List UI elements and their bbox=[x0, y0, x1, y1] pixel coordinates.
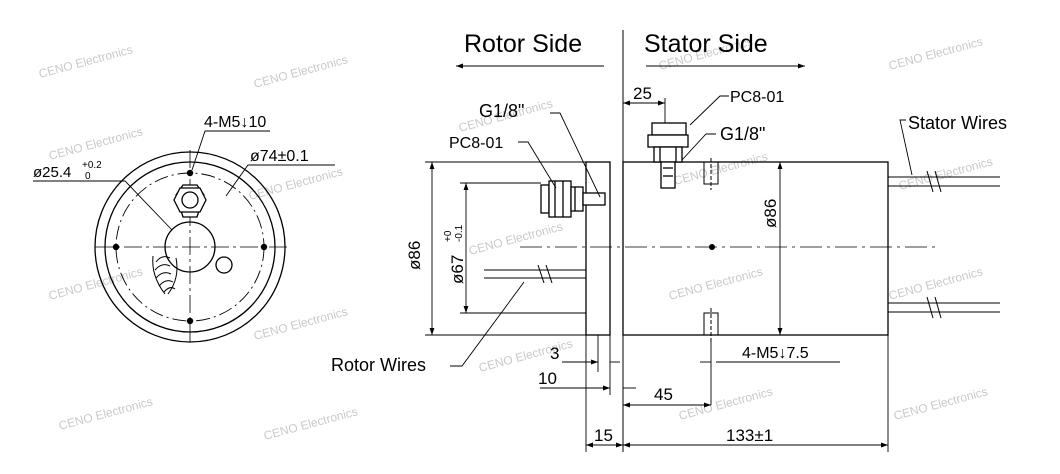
fitting-right-label: PC8-01 bbox=[730, 89, 784, 106]
rotor-wires-label: Rotor Wires bbox=[331, 355, 426, 375]
stator-wires-lower bbox=[888, 296, 1000, 319]
dimension-texts: ø86 ø67 +0 -0.1 ø86 25 3 10 45 15 133±1 … bbox=[405, 84, 809, 445]
callout-leaders bbox=[450, 95, 913, 367]
watermark: CENO Electronics bbox=[467, 219, 564, 258]
bore-tol-upper: +0.2 bbox=[82, 160, 102, 171]
watermark: CENO Electronics bbox=[477, 336, 574, 375]
dim-stator-diameter: ø86 bbox=[761, 199, 780, 228]
leader-pcd bbox=[225, 164, 335, 197]
dim-15: 15 bbox=[594, 426, 613, 445]
watermark: CENO Electronics bbox=[887, 264, 984, 303]
bore-tol-lower: 0 bbox=[85, 171, 91, 182]
rotor-fitting bbox=[540, 180, 606, 218]
watermark: CENO Electronics bbox=[47, 264, 144, 303]
leader-bore bbox=[33, 180, 173, 231]
mounting-holes bbox=[112, 169, 268, 325]
leader-holes bbox=[191, 130, 270, 171]
watermark: CENO Electronics bbox=[37, 42, 134, 81]
dim-133: 133±1 bbox=[726, 426, 773, 445]
dim-flange-tol-lower: -0.1 bbox=[454, 224, 465, 242]
watermark: CENO Electronics bbox=[667, 264, 764, 303]
dim-25: 25 bbox=[633, 84, 652, 103]
fitting-left-label: PC8-01 bbox=[449, 135, 503, 152]
thread-left-label: G1/8" bbox=[479, 101, 524, 121]
watermark-layer: CENO Electronics CENO Electronics CENO E… bbox=[37, 34, 994, 443]
thread-right-label: G1/8" bbox=[720, 124, 765, 144]
port-circle bbox=[215, 256, 233, 274]
flange bbox=[585, 161, 611, 336]
dim-3: 3 bbox=[550, 344, 559, 363]
dim-flange-diameter: ø67 bbox=[448, 255, 467, 284]
watermark: CENO Electronics bbox=[252, 52, 349, 91]
watermark: CENO Electronics bbox=[887, 34, 984, 73]
watermark: CENO Electronics bbox=[262, 404, 359, 443]
pcd-callout: ø74±0.1 bbox=[250, 148, 309, 165]
dim-flange-tol-upper: +0 bbox=[443, 230, 454, 242]
threaded-hole-bottom bbox=[703, 308, 719, 342]
stator-fitting bbox=[647, 122, 689, 189]
watermark: CENO Electronics bbox=[252, 304, 349, 343]
dimension-lines bbox=[425, 98, 889, 452]
watermark: CENO Electronics bbox=[677, 384, 774, 423]
side-view bbox=[484, 30, 1000, 452]
dim-outer-diameter: ø86 bbox=[405, 241, 424, 270]
watermark: CENO Electronics bbox=[247, 164, 344, 203]
stator-body bbox=[622, 161, 889, 336]
front-view bbox=[33, 130, 335, 345]
dim-stator-holes: 4-M5↓7.5 bbox=[742, 345, 809, 362]
rotor-wires bbox=[484, 264, 586, 284]
dim-45: 45 bbox=[654, 385, 673, 404]
holes-callout: 4-M5↓10 bbox=[204, 114, 266, 131]
watermark: CENO Electronics bbox=[47, 124, 144, 163]
wire-bundle bbox=[152, 255, 178, 295]
dim-10: 10 bbox=[538, 369, 557, 388]
watermark: CENO Electronics bbox=[892, 384, 989, 423]
stator-wires-label: Stator Wires bbox=[908, 113, 1007, 133]
rotor-side-label: Rotor Side bbox=[464, 30, 582, 58]
watermark: CENO Electronics bbox=[57, 394, 154, 433]
bore-callout: ø25.4 bbox=[33, 164, 71, 181]
threaded-hole-top bbox=[703, 158, 719, 190]
stator-side-label: Stator Side bbox=[644, 30, 768, 58]
front-view-annotations: 4-M5↓10 ø25.4 +0.2 0 ø74±0.1 bbox=[33, 114, 309, 182]
stator-wires-upper bbox=[888, 170, 1000, 193]
